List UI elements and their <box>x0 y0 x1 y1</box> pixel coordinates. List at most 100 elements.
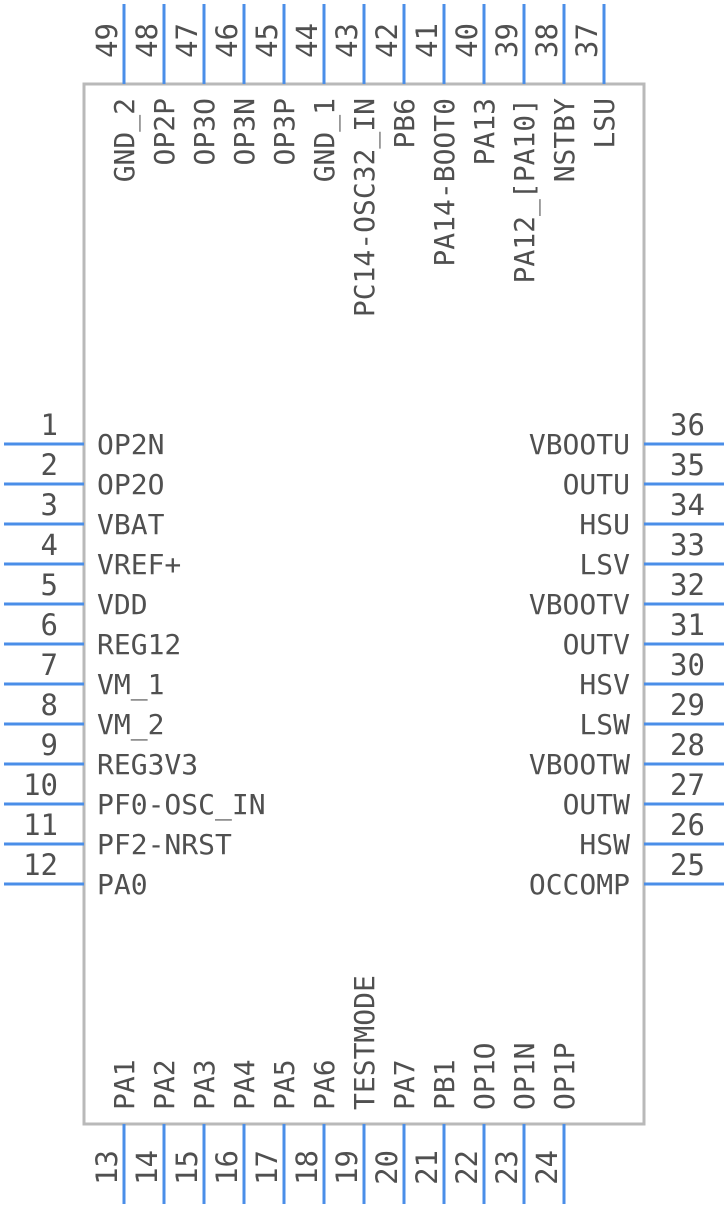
pin-31-number: 31 <box>670 608 705 642</box>
pin-20-number: 20 <box>370 1150 404 1185</box>
pin-label-vbootw: VBOOTW <box>529 748 630 781</box>
pin-14-number: 14 <box>130 1150 164 1185</box>
pin-36-number: 36 <box>670 408 705 442</box>
pin-21-number: 21 <box>410 1150 444 1185</box>
pin-label-hsw: HSW <box>579 828 630 861</box>
pin-label-lsw: LSW <box>579 708 630 741</box>
pin-label-pa12-pa10: PA12_[PA10] <box>508 98 542 283</box>
pin-44-number: 44 <box>290 23 324 58</box>
pin-label-pf0-osc-in: PF0-OSC_IN <box>97 788 266 822</box>
pin-label-op1o: OP1O <box>468 1043 501 1110</box>
pin-label-pa2: PA2 <box>148 1059 181 1110</box>
pin-label-pa1: PA1 <box>108 1059 141 1110</box>
pin-42-number: 42 <box>370 23 404 58</box>
pin-12-number: 12 <box>23 848 58 882</box>
pin-32-number: 32 <box>670 568 705 602</box>
pin-46-number: 46 <box>210 23 244 58</box>
pin-24-number: 24 <box>530 1150 564 1185</box>
pin-30-number: 30 <box>670 648 705 682</box>
pin-29-number: 29 <box>670 688 705 722</box>
pin-label-op2p: OP2P <box>148 98 181 165</box>
pin-label-pb6: PB6 <box>388 98 421 149</box>
pin-label-gnd-1: GND_1 <box>308 98 342 182</box>
pin-label-op1n: OP1N <box>508 1043 541 1110</box>
pin-label-outw: OUTW <box>563 788 631 821</box>
pin-label-gnd-2: GND_2 <box>108 98 142 182</box>
pin-label-op3p: OP3P <box>268 98 301 165</box>
pin-label-pb1: PB1 <box>428 1059 461 1110</box>
pin-label-testmode: TESTMODE <box>348 975 381 1110</box>
pin-label-pa3: PA3 <box>188 1059 221 1110</box>
pin-9-number: 9 <box>41 728 58 762</box>
pin-22-number: 22 <box>450 1150 484 1185</box>
pin-label-nstby: NSTBY <box>548 98 581 182</box>
pin-26-number: 26 <box>670 808 705 842</box>
pin-17-number: 17 <box>250 1150 284 1185</box>
pin-label-op1p: OP1P <box>548 1043 581 1110</box>
pin-label-reg12: REG12 <box>97 628 181 661</box>
pin-label-hsv: HSV <box>579 668 630 701</box>
pin-6-number: 6 <box>41 608 58 642</box>
pin-37-number: 37 <box>570 23 604 58</box>
pin-label-pf2-nrst: PF2-NRST <box>97 828 232 861</box>
pin-18-number: 18 <box>290 1150 324 1185</box>
pin-3-number: 3 <box>41 488 58 522</box>
pin-48-number: 48 <box>130 23 164 58</box>
pin-label-occomp: OCCOMP <box>529 868 630 901</box>
pin-2-number: 2 <box>41 448 58 482</box>
pin-13-number: 13 <box>90 1150 124 1185</box>
pin-43-number: 43 <box>330 23 364 58</box>
pin-label-op3o: OP3O <box>188 98 221 165</box>
pin-label-pa4: PA4 <box>228 1059 261 1110</box>
pin-34-number: 34 <box>670 488 705 522</box>
pin-16-number: 16 <box>210 1150 244 1185</box>
pin-19-number: 19 <box>330 1150 364 1185</box>
pin-33-number: 33 <box>670 528 705 562</box>
pin-25-number: 25 <box>670 848 705 882</box>
pin-35-number: 35 <box>670 448 705 482</box>
pin-label-op2o: OP2O <box>97 468 164 501</box>
pin-5-number: 5 <box>41 568 58 602</box>
pin-38-number: 38 <box>530 23 564 58</box>
pin-45-number: 45 <box>250 23 284 58</box>
pin-40-number: 40 <box>450 23 484 58</box>
pin-label-vbat: VBAT <box>97 508 165 541</box>
pin-1-number: 1 <box>41 408 58 442</box>
pin-label-vm-1: VM_1 <box>97 668 164 702</box>
pin-label-pa5: PA5 <box>268 1059 301 1110</box>
pin-4-number: 4 <box>41 528 58 562</box>
pin-label-vbootv: VBOOTV <box>529 588 630 621</box>
pin-label-vbootu: VBOOTU <box>529 428 630 461</box>
pin-label-reg3v3: REG3V3 <box>97 748 198 781</box>
pin-10-number: 10 <box>23 768 58 802</box>
pin-label-vdd: VDD <box>97 588 148 621</box>
pin-label-pa13: PA13 <box>468 98 501 165</box>
pin-41-number: 41 <box>410 23 444 58</box>
pin-27-number: 27 <box>670 768 705 802</box>
pin-39-number: 39 <box>490 23 524 58</box>
pin-label-outu: OUTU <box>563 468 630 501</box>
pin-label-hsu: HSU <box>579 508 630 541</box>
pin-label-outv: OUTV <box>563 628 631 661</box>
pin-23-number: 23 <box>490 1150 524 1185</box>
pin-label-lsv: LSV <box>579 548 630 581</box>
pin-label-vref: VREF+ <box>97 548 181 581</box>
pin-label-op3n: OP3N <box>228 98 261 165</box>
pin-label-pa14-boot0: PA14-BOOT0 <box>428 98 461 267</box>
pin-label-pa0: PA0 <box>97 868 148 901</box>
pin-8-number: 8 <box>41 688 58 722</box>
pin-15-number: 15 <box>170 1150 204 1185</box>
pin-label-op2n: OP2N <box>97 428 164 461</box>
pin-label-pa7: PA7 <box>388 1059 421 1110</box>
pin-label-lsu: LSU <box>588 98 621 149</box>
pin-47-number: 47 <box>170 23 204 58</box>
pin-7-number: 7 <box>41 648 58 682</box>
pin-49-number: 49 <box>90 23 124 58</box>
pin-11-number: 11 <box>23 808 58 842</box>
pin-label-pa6: PA6 <box>308 1059 341 1110</box>
pin-label-vm-2: VM_2 <box>97 708 164 742</box>
pin-28-number: 28 <box>670 728 705 762</box>
pin-label-pc14-osc32-in: PC14-OSC32_IN <box>348 98 382 317</box>
